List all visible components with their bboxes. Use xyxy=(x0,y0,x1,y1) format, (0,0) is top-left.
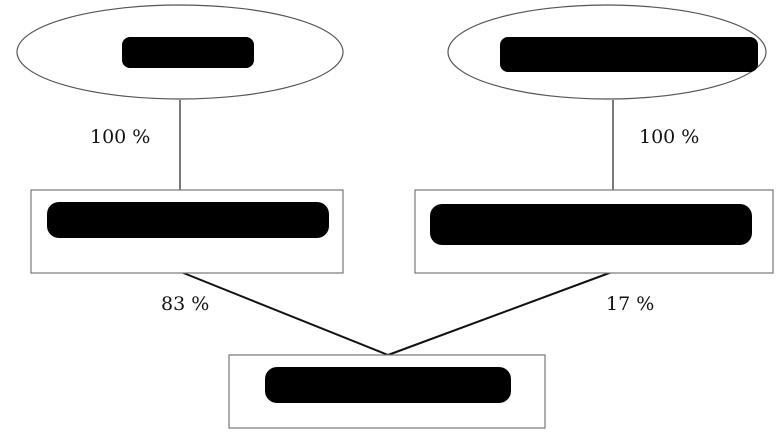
redacted-label xyxy=(122,37,254,68)
redacted-label xyxy=(430,204,752,245)
edge-label-left-share: 83 % xyxy=(161,293,209,315)
edge-mid-left-to-bottom xyxy=(180,271,389,356)
redacted-label xyxy=(47,202,329,238)
node-bottom xyxy=(228,354,546,429)
edge-mid-right-to-bottom xyxy=(387,271,613,356)
edge-label-top-right: 100 % xyxy=(639,126,699,148)
redacted-label xyxy=(265,367,511,403)
node-mid-right xyxy=(414,189,774,274)
node-mid-left xyxy=(30,189,344,274)
node-top-right xyxy=(447,4,767,100)
node-top-left xyxy=(16,4,344,100)
edge-label-top-left: 100 % xyxy=(90,126,150,148)
redacted-label xyxy=(500,37,758,72)
edge-label-right-share: 17 % xyxy=(606,293,654,315)
